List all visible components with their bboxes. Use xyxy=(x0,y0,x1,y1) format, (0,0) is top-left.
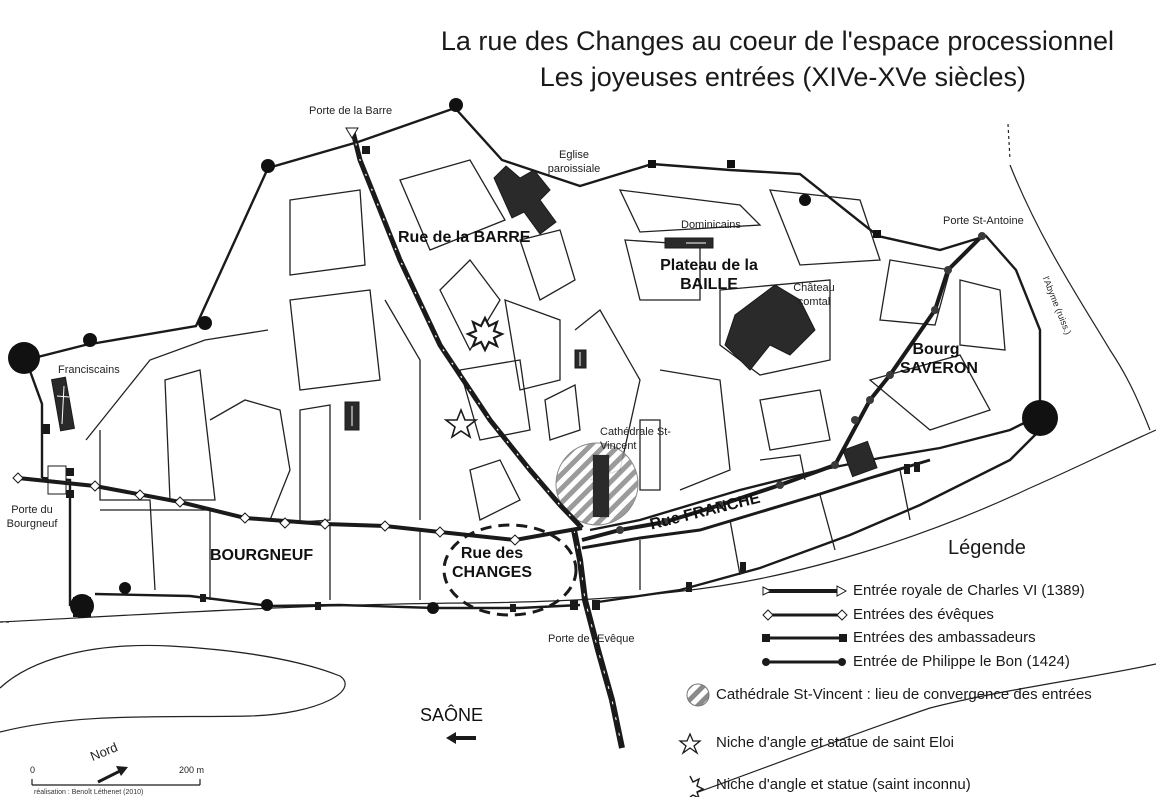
legend-item-eveques: Entrées des évêques xyxy=(853,606,994,623)
label-eglise: Eglise paroissiale xyxy=(547,149,601,175)
label-cathedrale: Cathédrale St-Vincent xyxy=(600,426,671,452)
legend-symbol-royale xyxy=(762,585,848,597)
legend-symbol-inconnu xyxy=(689,775,705,797)
map-title: La rue des Changes au coeur de l'espace … xyxy=(440,26,1114,56)
credit-text: réalisation : Benoît Léthenet (2010) xyxy=(34,789,144,796)
legend-item-inconnu: Niche d'angle et statue (saint inconnu) xyxy=(716,776,971,793)
label-plateau-baille: Plateau de la BAILLE xyxy=(660,257,758,293)
route-ambassadeurs xyxy=(42,146,931,612)
label-franciscains: Franciscains xyxy=(58,364,120,376)
label-porte-barre: Porte de la Barre xyxy=(309,105,393,117)
label-chateau: Château comtal xyxy=(793,282,835,308)
legend-item-cathedrale: Cathédrale St-Vincent : lieu de converge… xyxy=(716,686,1092,703)
legend-item-eloi: Niche d'angle et statue de saint Eloi xyxy=(716,734,955,751)
label-bourg-saveron: Bourg SAVERON xyxy=(900,341,978,377)
legend-symbol-philippe xyxy=(762,658,846,666)
route-eveques xyxy=(12,472,583,546)
chateau-comtal-building xyxy=(724,284,816,371)
route-royale xyxy=(345,127,584,530)
scale-bar xyxy=(31,779,201,786)
route-porte-eveque xyxy=(571,529,625,749)
legend-symbol-eloi xyxy=(678,732,702,755)
route-philippe xyxy=(581,232,986,542)
statue-inconnu-star xyxy=(465,315,505,353)
legend-item-philippe: Entrée de Philippe le Bon (1424) xyxy=(853,653,1070,670)
cathedrale-nave xyxy=(593,455,609,517)
legend-item-ambassadeurs: Entrées des ambassadeurs xyxy=(853,629,1036,646)
legend-symbols xyxy=(678,585,848,797)
scale-zero: 0 xyxy=(30,765,36,775)
saone-arrow xyxy=(446,732,476,744)
label-porte-st-antoine: Porte St-Antoine xyxy=(943,215,1024,227)
label-saone: SAÔNE xyxy=(420,705,484,725)
label-porte-bourgneuf: Porte du Bourgneuf xyxy=(6,504,58,530)
label-rue-barre: Rue de la BARRE xyxy=(398,229,531,246)
rue-des-changes-circle xyxy=(442,523,578,617)
eglise-paroissiale-building xyxy=(493,165,557,235)
map-subtitle: Les joyeuses entrées (XIVe-XVe siècles) xyxy=(539,62,1026,92)
buildings xyxy=(47,165,878,518)
legend-symbol-eveques xyxy=(762,609,848,621)
river-banks xyxy=(0,429,1156,796)
wall-towers xyxy=(8,98,1058,618)
label-porte-eveque: Porte de l'Evêque xyxy=(548,633,635,645)
legend-title: Légende xyxy=(948,537,1026,559)
legend-symbol-ambassadeurs xyxy=(762,634,847,642)
label-bourgneuf: BOURGNEUF xyxy=(210,547,314,564)
label-dominicains: Dominicains xyxy=(681,219,741,231)
legend-symbol-cathedrale xyxy=(686,683,710,707)
chapel-saveron xyxy=(842,440,878,478)
label-rue-changes: Rue des CHANGES xyxy=(451,545,532,581)
abyme-stream xyxy=(1007,123,1151,431)
legend-item-royale: Entrée royale de Charles VI (1389) xyxy=(853,582,1085,599)
north-arrow xyxy=(97,766,128,784)
statue-saint-eloi-star xyxy=(443,407,479,439)
scale-max: 200 m xyxy=(179,765,205,775)
